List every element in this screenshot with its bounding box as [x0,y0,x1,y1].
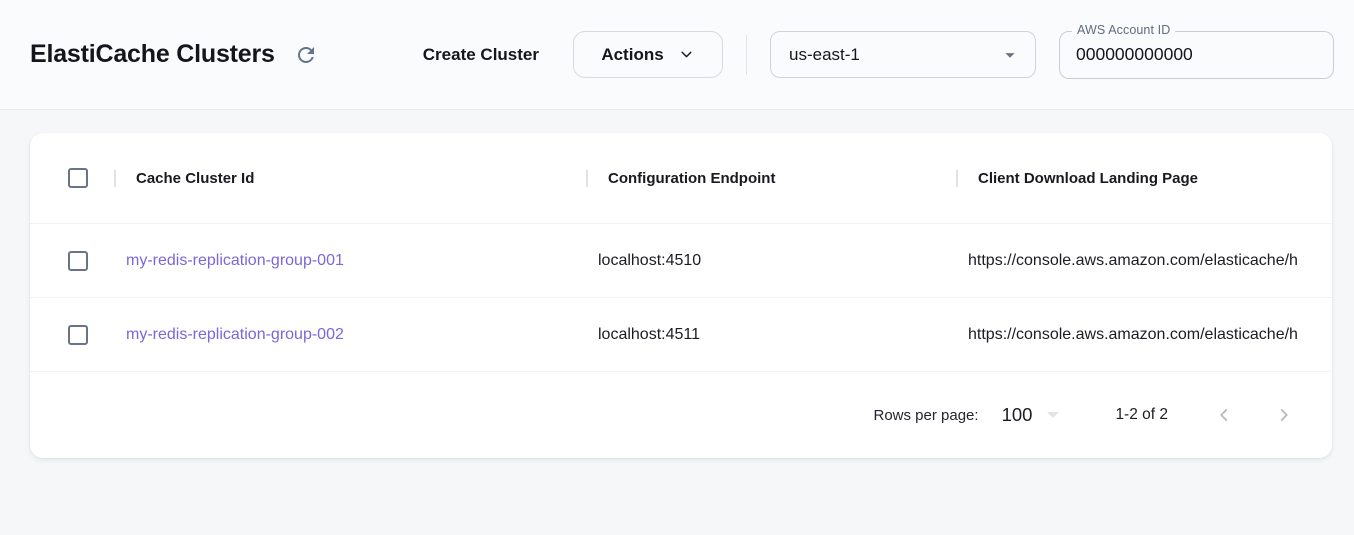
dropdown-caret-icon [999,44,1021,66]
table-header-row: Cache Cluster Id Configuration Endpoint … [30,133,1332,223]
column-header-label: Cache Cluster Id [136,169,255,187]
column-separator [586,169,588,187]
cache-cluster-id-cell: my-redis-replication-group-001 [114,252,586,270]
page-title: ElastiCache Clusters [30,40,275,68]
column-separator [114,169,116,187]
rows-per-page-select[interactable]: 100 [1002,404,1060,426]
cache-cluster-id-cell: my-redis-replication-group-002 [114,326,586,344]
clusters-table-card: Cache Cluster Id Configuration Endpoint … [30,133,1332,458]
select-all-checkbox[interactable] [68,168,88,188]
top-bar: ElastiCache Clusters Create Cluster Acti… [0,0,1354,110]
column-header-label: Client Download Landing Page [978,169,1199,187]
create-cluster-button[interactable]: Create Cluster [417,35,545,75]
refresh-button[interactable] [289,38,323,72]
next-page-button[interactable] [1270,401,1298,429]
aws-account-id-field: AWS Account ID [1059,22,1334,79]
rows-per-page-value: 100 [1001,404,1033,425]
column-header-label: Configuration Endpoint [608,169,776,187]
row-checkbox[interactable] [68,324,88,345]
pagination-range-label: 1-2 of 2 [1115,406,1168,423]
chevron-down-icon [678,46,695,63]
table-row: my-redis-replication-group-001 localhost… [30,223,1332,297]
column-header-client-download-landing-page[interactable]: Client Download Landing Page [956,169,1332,187]
chevron-left-icon [1213,404,1235,426]
header-actions: Create Cluster Actions us-east-1 AWS Acc… [417,22,1334,79]
aws-account-id-input[interactable] [1060,31,1333,78]
aws-account-id-label: AWS Account ID [1072,22,1176,37]
table-pagination: Rows per page: 100 1-2 of 2 [30,371,1332,458]
client-download-landing-page-cell: https://console.aws.amazon.com/elasticac… [968,325,1298,343]
column-separator [956,169,958,187]
actions-button-label: Actions [601,44,664,64]
rows-per-page-caret-icon [1047,412,1060,418]
cluster-link[interactable]: my-redis-replication-group-001 [126,251,344,269]
select-all-cell [30,168,114,188]
previous-page-button[interactable] [1210,401,1238,429]
chevron-right-icon [1273,404,1295,426]
column-header-configuration-endpoint[interactable]: Configuration Endpoint [586,169,956,187]
row-select-cell [30,250,114,271]
configuration-endpoint-cell: localhost:4510 [598,251,702,269]
region-select-value: us-east-1 [789,44,860,64]
column-header-cache-cluster-id[interactable]: Cache Cluster Id [114,169,586,187]
table-row: my-redis-replication-group-002 localhost… [30,297,1332,371]
actions-button[interactable]: Actions [573,31,723,78]
row-select-cell [30,324,114,345]
row-checkbox[interactable] [68,250,88,271]
client-download-landing-page-cell: https://console.aws.amazon.com/elasticac… [968,251,1298,269]
refresh-icon [294,43,318,67]
header-divider [746,34,747,75]
cluster-link[interactable]: my-redis-replication-group-002 [126,325,344,343]
configuration-endpoint-cell: localhost:4511 [598,325,700,343]
rows-per-page-label: Rows per page: [873,406,979,424]
region-select[interactable]: us-east-1 [770,31,1036,78]
